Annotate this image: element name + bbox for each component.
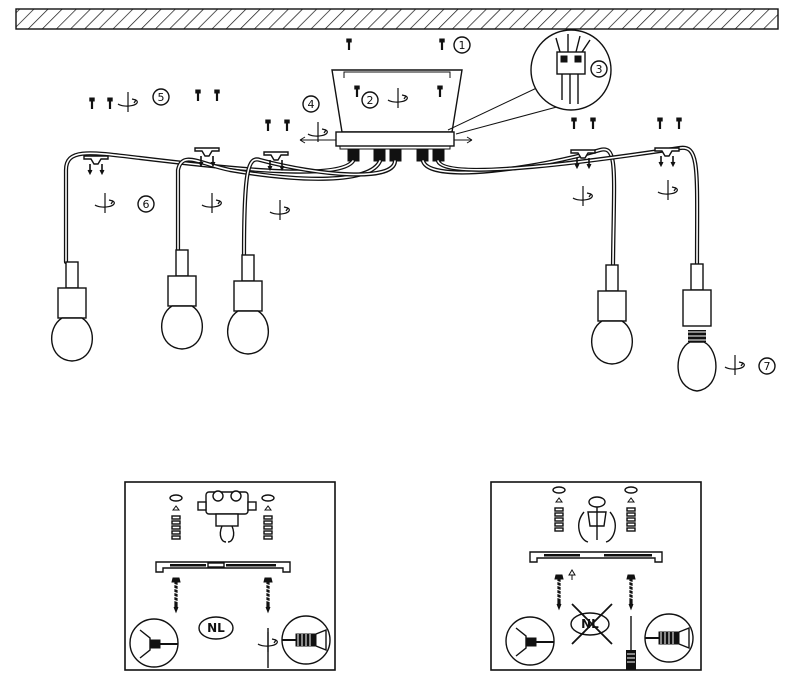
step-marker-1: 1 bbox=[453, 36, 471, 54]
screwdriver-detail-left bbox=[129, 618, 179, 668]
ceiling bbox=[15, 8, 779, 30]
screwdriver-shaft-left bbox=[257, 628, 278, 668]
step-marker-7: 7 bbox=[758, 357, 776, 375]
screwdriver-shaft-right bbox=[626, 616, 636, 670]
detail-panel-right: NL bbox=[490, 481, 702, 671]
step-marker-5: 5 bbox=[152, 88, 170, 106]
cable-clamp bbox=[578, 496, 616, 543]
bulb-with-screw-base bbox=[677, 263, 745, 392]
step-marker-3: 3 bbox=[590, 60, 608, 78]
screwdriver-detail-right-2 bbox=[644, 613, 694, 663]
step-label-1: 1 bbox=[459, 39, 466, 52]
step-label-2: 2 bbox=[367, 94, 374, 107]
step-label-4: 4 bbox=[308, 98, 315, 111]
step-label-5: 5 bbox=[158, 91, 165, 104]
step-marker-2: 2 bbox=[361, 91, 379, 109]
pendant-bulbs bbox=[50, 249, 745, 392]
screwdriver-detail-left-2 bbox=[505, 616, 555, 666]
step-label-3: 3 bbox=[596, 63, 603, 76]
step-label-7: 7 bbox=[764, 360, 771, 373]
junction-box bbox=[264, 118, 473, 150]
terminal-callout bbox=[447, 29, 612, 135]
step-label-6: 6 bbox=[143, 198, 150, 211]
ceiling-screws bbox=[345, 37, 446, 52]
mounting-bracket bbox=[331, 69, 463, 133]
nl-badge-left: NL bbox=[207, 621, 225, 635]
step-marker-4: 4 bbox=[302, 95, 320, 113]
screwdriver-detail-right bbox=[281, 615, 331, 665]
pendant-cords bbox=[63, 145, 700, 267]
detail-panel-left: NL bbox=[124, 481, 336, 671]
terminal-block bbox=[197, 490, 257, 543]
step-marker-6: 6 bbox=[137, 195, 155, 213]
